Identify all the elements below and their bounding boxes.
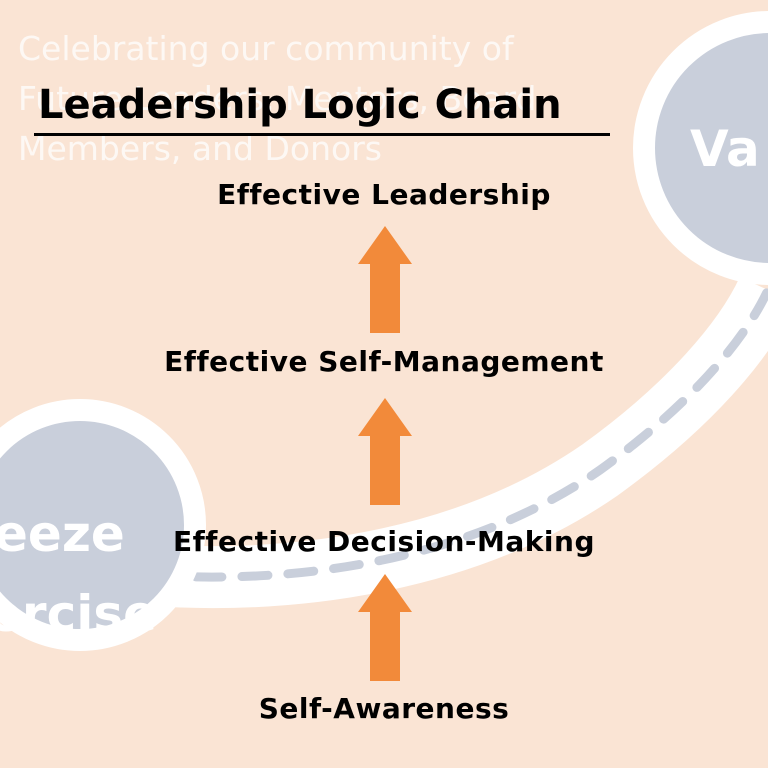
right-milestone-circle — [633, 11, 768, 285]
road-center-line — [145, 285, 768, 582]
step-self-awareness: Self-Awareness — [258, 692, 510, 725]
step-effective-leadership: Effective Leadership — [217, 178, 551, 211]
left-milestone-circle — [0, 399, 206, 651]
right-circle-word: Va — [690, 120, 760, 178]
up-arrow-icon — [358, 226, 412, 333]
step-effective-decision-making: Effective Decision-Making — [173, 525, 595, 558]
up-arrow-icon — [358, 574, 412, 681]
step-effective-self-management: Effective Self-Management — [164, 345, 604, 378]
title-underline — [34, 133, 610, 136]
up-arrow-icon — [358, 398, 412, 505]
left-circle-word-1: eeze — [0, 505, 125, 563]
diagram-title: Leadership Logic Chain — [38, 82, 562, 128]
background-caption-line-3: Members, and Donors — [18, 129, 382, 168]
background-caption-line-1: Celebrating our community of — [18, 29, 514, 68]
left-circle-word-2: ercise — [0, 585, 158, 643]
background-caption-line-2: Future Leaders, Mentors, Board — [18, 79, 537, 118]
